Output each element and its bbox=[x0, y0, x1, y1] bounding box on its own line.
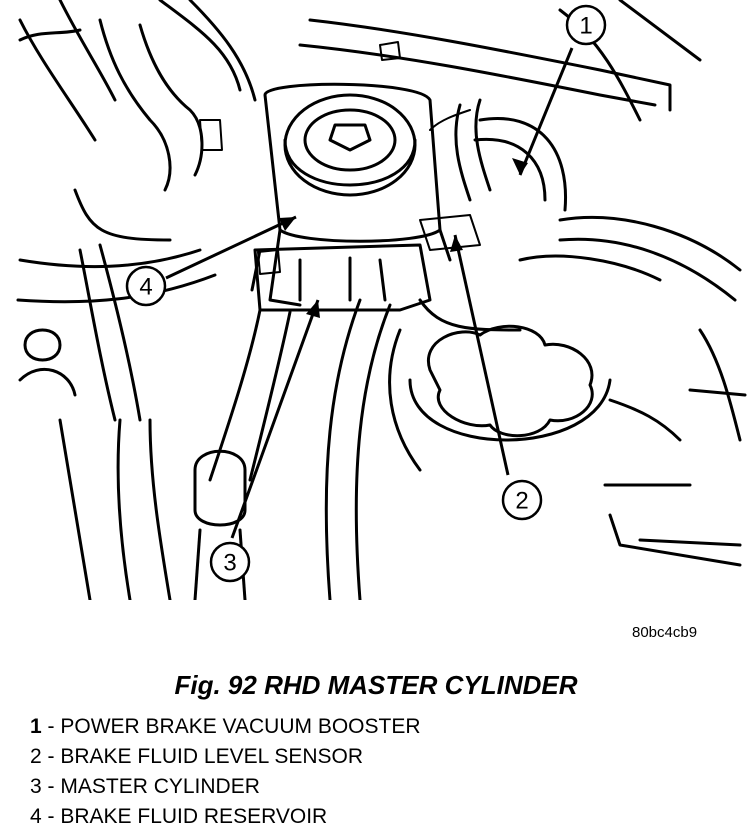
legend-label: BRAKE FLUID LEVEL SENSOR bbox=[60, 745, 364, 768]
figure-code: 80bc4cb9 bbox=[632, 624, 698, 641]
leader-4 bbox=[165, 215, 297, 280]
svg-text:1: 1 bbox=[579, 13, 592, 40]
leader-3 bbox=[230, 299, 320, 539]
legend-label: BRAKE FLUID RESERVOIR bbox=[60, 805, 328, 828]
svg-text:2: 2 bbox=[515, 488, 528, 515]
callout-1: 1 bbox=[565, 4, 607, 46]
legend-number: 3 bbox=[30, 775, 42, 798]
callout-legend: 1 - POWER BRAKE VACUUM BOOSTER 2 - BRAKE… bbox=[30, 712, 421, 832]
svg-text:3: 3 bbox=[223, 550, 236, 577]
legend-number: 4 bbox=[30, 805, 42, 828]
figure-title: Fig. 92 RHD MASTER CYLINDER bbox=[174, 670, 578, 700]
arrowhead-1 bbox=[512, 158, 528, 175]
arrowhead-2 bbox=[450, 235, 463, 252]
legend-label: MASTER CYLINDER bbox=[60, 775, 260, 798]
legend-number: 2 bbox=[30, 745, 42, 768]
legend-item: 4 - BRAKE FLUID RESERVOIR bbox=[30, 805, 328, 828]
legend-item: 3 - MASTER CYLINDER bbox=[30, 775, 260, 798]
leader-2 bbox=[453, 234, 510, 476]
callout-2: 2 bbox=[501, 479, 543, 521]
svg-text:4: 4 bbox=[139, 274, 152, 301]
master-cylinder-diagram: 1 2 3 4 bbox=[16, 0, 747, 600]
engine-bay-drawing bbox=[16, 0, 747, 600]
legend-item: 1 - POWER BRAKE VACUUM BOOSTER bbox=[30, 715, 421, 738]
leader-1 bbox=[518, 47, 574, 176]
legend-label: POWER BRAKE VACUUM BOOSTER bbox=[60, 715, 421, 738]
callout-3: 3 bbox=[209, 541, 251, 583]
callout-leaders bbox=[165, 47, 574, 539]
legend-item: 2 - BRAKE FLUID LEVEL SENSOR bbox=[30, 745, 364, 768]
arrowhead-3 bbox=[306, 300, 320, 318]
legend-number: 1 bbox=[30, 715, 42, 738]
arrowhead-4 bbox=[279, 217, 296, 231]
callout-4: 4 bbox=[125, 265, 167, 307]
